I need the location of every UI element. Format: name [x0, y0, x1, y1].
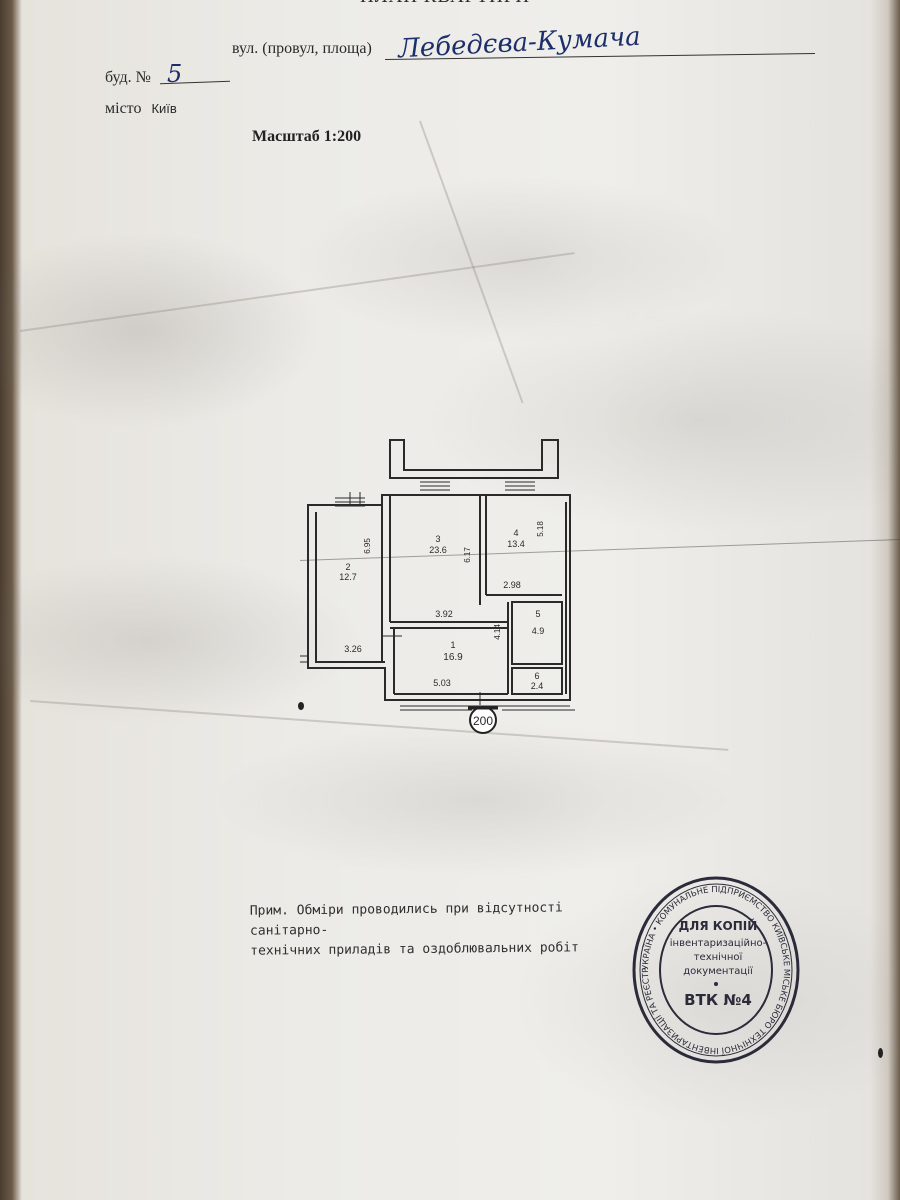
marker-label: 200 — [473, 714, 493, 728]
stamp-line-4: документації — [683, 965, 753, 977]
stamp-code: ВТК №4 — [684, 991, 752, 1009]
room1-width: 5.03 — [433, 678, 451, 688]
room1-number: 1 — [450, 640, 455, 650]
room6-area: 2.4 — [531, 681, 544, 691]
room3-length: 6.17 — [463, 547, 472, 563]
balcony-outline — [389, 439, 559, 479]
room4-area: 13.4 — [507, 539, 525, 549]
ink-dot — [298, 702, 304, 710]
room3-number: 3 — [435, 534, 440, 544]
room1-area: 16.9 — [443, 652, 463, 663]
room-labels: 2 12.7 3.26 6.95 3 23.6 3.92 6.17 4 13.4… — [339, 521, 545, 691]
building-row: буд. № 5 — [105, 60, 182, 88]
stamp-line-2: інвентаризаційно- — [670, 937, 767, 949]
room3-area: 23.6 — [429, 545, 447, 555]
room2-area: 12.7 — [339, 572, 357, 582]
room1-length: 4.14 — [493, 624, 502, 640]
stamp-outer-ring — [632, 876, 800, 1064]
scale-label: Масштаб 1:200 — [252, 128, 362, 145]
room3-width: 3.92 — [435, 609, 453, 619]
floor-plan: 200 2 12.7 3.26 6.95 3 23.6 3.92 6.17 4 … — [300, 439, 575, 734]
document-title: ПЛАН КВАРТИРИ — [360, 0, 530, 8]
street-row: вул. (провул, площа) — [232, 40, 372, 58]
section-marker: 200 — [468, 706, 498, 734]
city-row: місто Київ — [105, 100, 177, 118]
measurement-note: Прим. Обміри проводились при відсутності… — [250, 898, 579, 961]
window-room3 — [420, 481, 450, 491]
window-room4 — [505, 481, 535, 491]
building-number: 5 — [166, 60, 183, 88]
inner-wall-left — [315, 512, 385, 663]
room6-number: 6 — [534, 671, 539, 681]
city-label: місто — [105, 100, 142, 117]
room5-outline — [511, 601, 563, 665]
stamp-line-3: технічної — [694, 951, 743, 963]
official-stamp: УКРАЇНА • КОМУНАЛЬНЕ ПІДПРИЄМСТВО КИЇВСЬ… — [630, 872, 800, 1064]
stamp-line-1: ДЛЯ КОПІЙ — [679, 918, 758, 933]
room4-number: 4 — [513, 528, 518, 538]
room4-length: 5.18 — [536, 521, 545, 537]
room2-width: 3.26 — [344, 644, 362, 654]
note-line-3: технічних приладів та оздоблювальних роб… — [250, 940, 580, 959]
room4-width: 2.98 — [503, 580, 521, 590]
room5-number: 5 — [535, 609, 540, 619]
room2-number: 2 — [345, 562, 350, 572]
ink-dot — [878, 1048, 883, 1058]
street-label: вул. (провул, площа) — [232, 40, 372, 57]
room2-length: 6.95 — [363, 538, 372, 554]
room6-outline — [511, 667, 563, 695]
stamp-inner-ring — [659, 905, 773, 1035]
note-line-1: Прим. Обміри проводились при відсутності — [249, 900, 563, 919]
outer-wall — [307, 494, 571, 701]
city-value: Київ — [151, 101, 177, 116]
room5-area: 4.9 — [532, 626, 545, 636]
building-label: буд. № — [105, 69, 151, 86]
